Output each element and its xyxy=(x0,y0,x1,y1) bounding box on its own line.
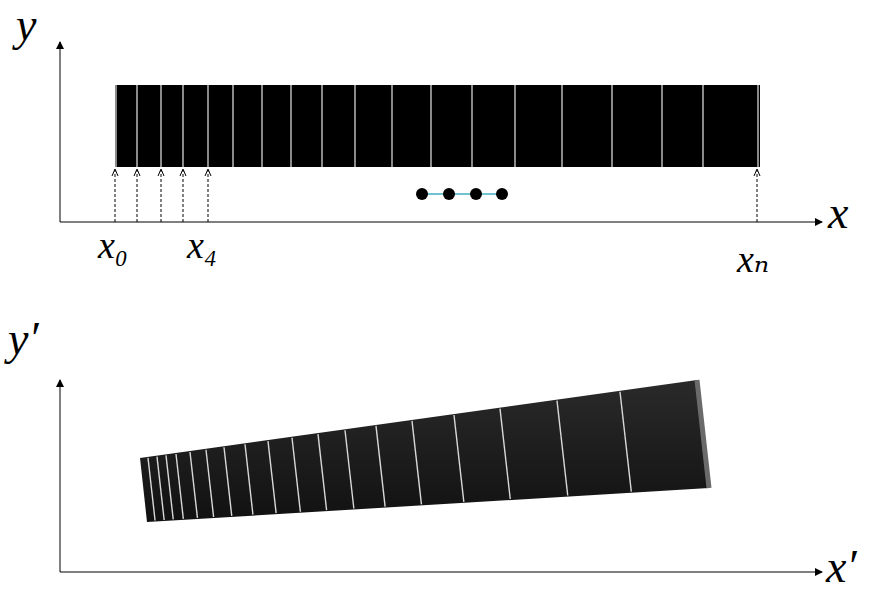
fret-line xyxy=(268,441,276,513)
fret-line xyxy=(292,438,300,512)
axis-label: x′ xyxy=(826,544,856,590)
fret-line xyxy=(430,85,431,167)
fret-line xyxy=(182,85,183,167)
fret-line xyxy=(115,85,116,167)
y-prime-axis xyxy=(60,380,61,572)
axis-label: y xyxy=(16,2,36,48)
fret-line xyxy=(661,85,662,167)
dashed-arrow xyxy=(137,170,138,222)
fret-line xyxy=(245,444,253,514)
fret-line xyxy=(261,85,262,167)
position-label: x₄ xyxy=(187,226,217,264)
fret-line xyxy=(224,447,232,516)
fret-line xyxy=(176,454,183,519)
fret-lines xyxy=(148,392,631,521)
transformed-fretboard xyxy=(140,380,709,522)
fret-line xyxy=(412,421,421,504)
fret-line xyxy=(136,85,137,167)
ellipsis-line xyxy=(422,193,502,195)
fret-line xyxy=(148,458,155,521)
axis-label: y′ xyxy=(8,316,38,362)
position-arrows xyxy=(115,170,757,222)
dashed-arrow xyxy=(208,170,209,222)
fret-line xyxy=(166,455,173,519)
fret-line xyxy=(376,426,385,507)
fret-line xyxy=(620,392,631,492)
fret-line xyxy=(160,85,161,167)
fret-line xyxy=(454,415,464,502)
dashed-arrow xyxy=(161,170,162,222)
axis-label: x xyxy=(828,190,848,236)
fret-line xyxy=(207,85,208,167)
fret-line xyxy=(391,85,392,167)
fret-line xyxy=(500,409,510,499)
fret-line xyxy=(290,85,291,167)
fret-line xyxy=(514,85,515,167)
x-axis xyxy=(60,222,822,223)
fret-line xyxy=(561,85,562,167)
ellipsis-dots xyxy=(416,188,508,200)
dashed-arrow xyxy=(757,170,758,222)
position-label: x₀ xyxy=(98,226,128,264)
fret-line xyxy=(318,434,327,510)
nut xyxy=(697,380,709,488)
fret-line xyxy=(157,457,164,520)
fret-line xyxy=(206,450,214,517)
fret-line xyxy=(232,85,233,167)
fret-line xyxy=(557,401,568,496)
fretboard-rect xyxy=(115,85,760,167)
dashed-arrow xyxy=(115,170,116,222)
position-label: xₙ xyxy=(737,240,769,278)
fret-line xyxy=(702,85,703,167)
y-axis xyxy=(60,42,61,222)
fret-line xyxy=(611,85,612,167)
x-prime-axis xyxy=(60,572,822,573)
fret-line xyxy=(354,85,355,167)
fret-line xyxy=(321,85,322,167)
fret-line xyxy=(471,85,472,167)
fret-lines xyxy=(116,85,758,167)
fret-line xyxy=(757,85,758,167)
fret-line xyxy=(345,430,354,508)
fret-line xyxy=(190,452,197,518)
dashed-arrow xyxy=(183,170,184,222)
